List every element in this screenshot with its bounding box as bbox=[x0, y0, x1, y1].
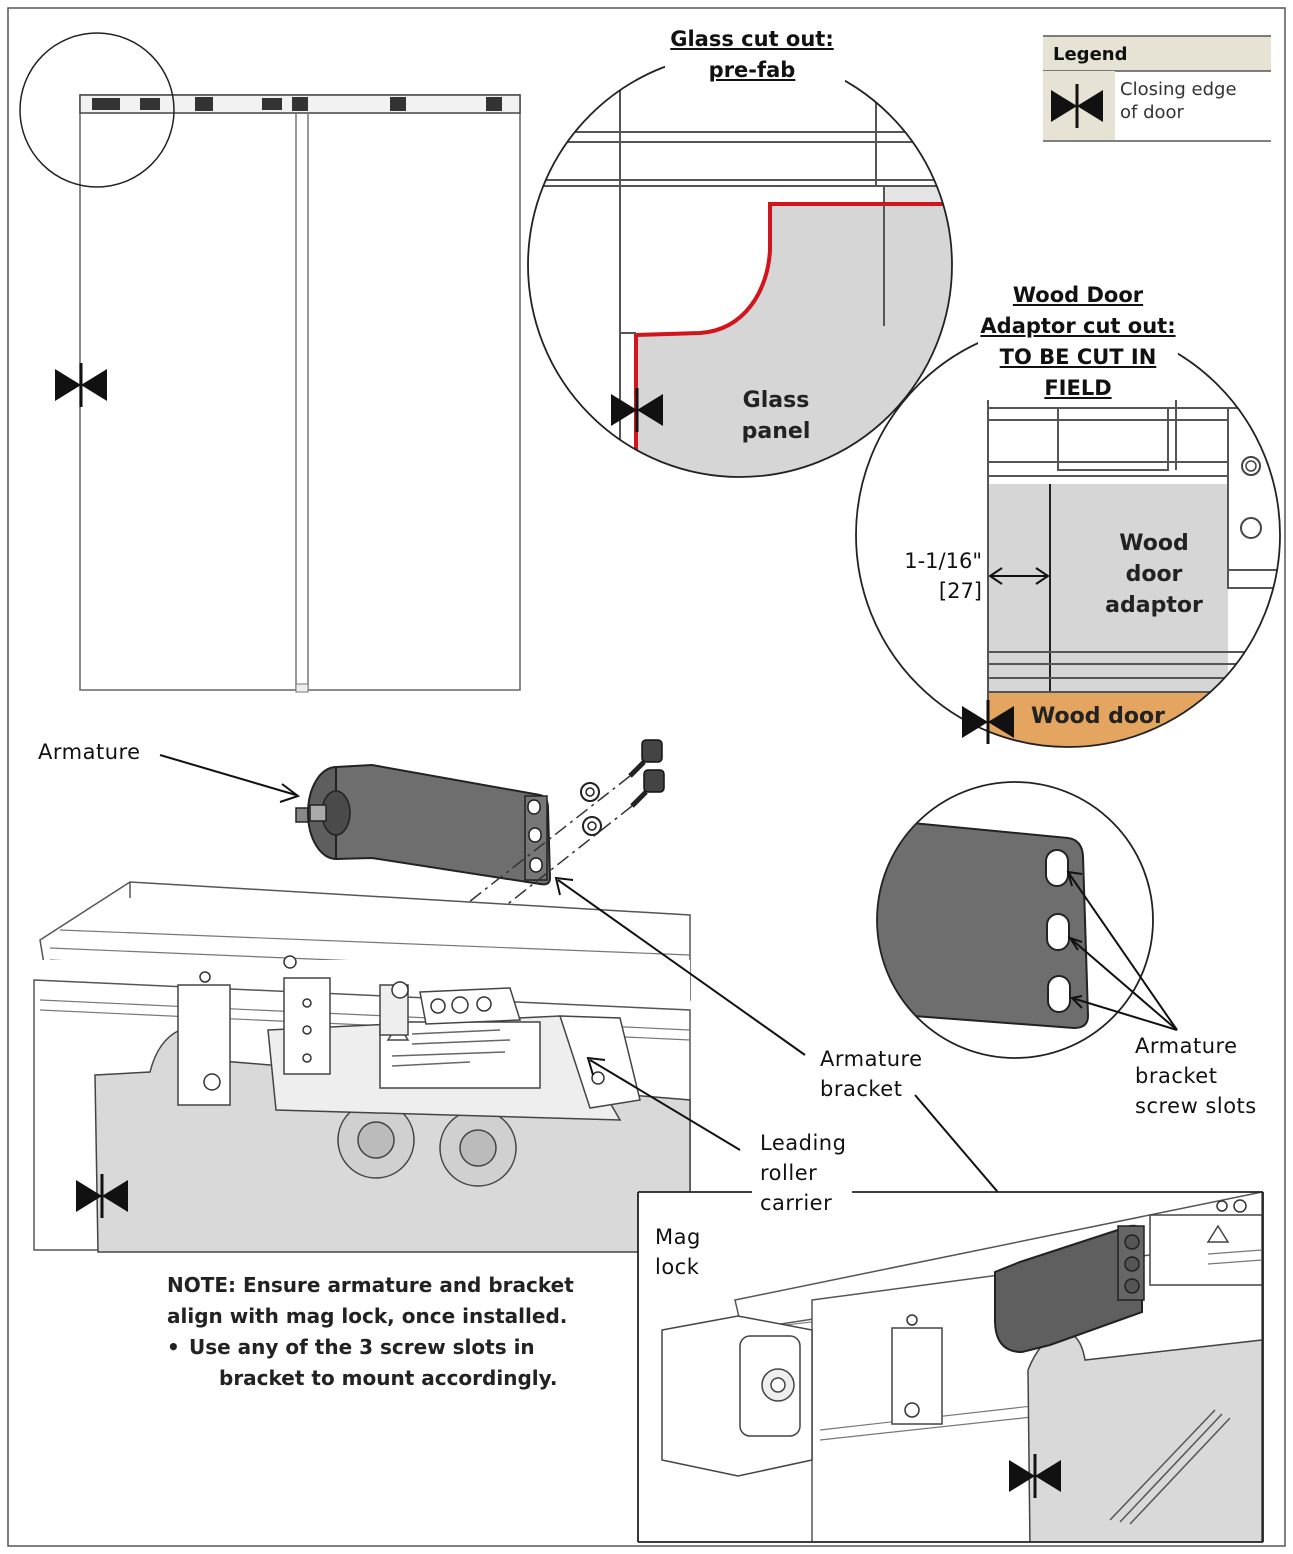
installation-note: NOTE: Ensure armature and bracket align … bbox=[167, 1270, 574, 1394]
wood-heading-line4: FIELD bbox=[1044, 376, 1112, 400]
mag-lock-line1: Mag bbox=[655, 1225, 701, 1249]
dimension-metric: [27] bbox=[938, 579, 982, 603]
armature-part bbox=[295, 763, 552, 886]
screw-slots-line3: screw slots bbox=[1135, 1094, 1257, 1118]
door-frame-outline bbox=[79, 94, 521, 691]
roller-line2: roller bbox=[760, 1161, 818, 1185]
armature-bracket-label: Armature bracket bbox=[820, 1044, 923, 1104]
note-line3: • Use any of the 3 screw slots in bbox=[167, 1332, 574, 1363]
wood-heading-line2: Adaptor cut out: bbox=[980, 314, 1176, 338]
dimension-imperial: 1-1/16" bbox=[904, 549, 982, 573]
screw-slots-line2: bracket bbox=[1135, 1064, 1218, 1088]
glass-panel-label: Glass panel bbox=[720, 385, 832, 447]
note-line2: align with mag lock, once installed. bbox=[167, 1304, 568, 1328]
mag-lock-label: Mag lock bbox=[655, 1222, 701, 1282]
mag-lock-line2: lock bbox=[655, 1255, 700, 1279]
wood-door-label: Wood door bbox=[1031, 704, 1165, 729]
track-hardware bbox=[92, 97, 502, 111]
screw-slots-line1: Armature bbox=[1135, 1034, 1238, 1058]
screw-slots-label: Armature bracket screw slots bbox=[1135, 1031, 1257, 1121]
roller-line3: carrier bbox=[760, 1191, 833, 1215]
glass-heading-line1: Glass cut out: bbox=[670, 27, 834, 51]
wood-adaptor-heading: Wood Door Adaptor cut out: TO BE CUT IN … bbox=[970, 280, 1186, 404]
legend-text: Closing edge of door bbox=[1120, 78, 1237, 124]
note-line3-text: Use any of the 3 screw slots in bbox=[189, 1335, 535, 1359]
wood-heading-line3: TO BE CUT IN bbox=[999, 345, 1157, 369]
wood-heading-line1: Wood Door bbox=[1012, 283, 1144, 307]
screw-slots-detail bbox=[876, 781, 1178, 1059]
door-elevation bbox=[19, 32, 521, 693]
legend-text-line1: Closing edge bbox=[1120, 79, 1237, 100]
glass-cutout-heading: Glass cut out: pre-fab bbox=[645, 24, 859, 86]
armature-label: Armature bbox=[38, 740, 141, 764]
detail-callout-circle bbox=[19, 32, 175, 188]
armature-bracket-line1: Armature bbox=[820, 1047, 923, 1071]
legend-text-line2: of door bbox=[1120, 102, 1184, 123]
armature-bracket-line2: bracket bbox=[820, 1077, 903, 1101]
dimension-label: 1-1/16" [27] bbox=[868, 546, 982, 606]
glass-heading-line2: pre-fab bbox=[708, 58, 796, 82]
wood-adaptor-line1: Wood bbox=[1119, 531, 1189, 556]
note-line1: NOTE: Ensure armature and bracket bbox=[167, 1273, 574, 1297]
track-assembly bbox=[30, 881, 691, 1253]
note-bullet: • bbox=[167, 1335, 180, 1359]
legend-box bbox=[1043, 35, 1271, 142]
note-line4: bracket to mount accordingly. bbox=[219, 1366, 558, 1390]
wood-adaptor-detail bbox=[855, 282, 1281, 748]
wood-adaptor-label: Wood door adaptor bbox=[1094, 528, 1214, 621]
screws-and-washers bbox=[580, 739, 665, 836]
glass-panel-line2: panel bbox=[741, 419, 811, 444]
installed-view-inset bbox=[637, 1191, 1264, 1543]
wood-adaptor-line2: door bbox=[1125, 562, 1183, 587]
legend-title: Legend bbox=[1053, 44, 1128, 65]
wood-adaptor-line3: adaptor bbox=[1105, 593, 1203, 618]
leading-roller-carrier-label: Leading roller carrier bbox=[760, 1128, 846, 1218]
page-border bbox=[7, 7, 1286, 1547]
roller-line1: Leading bbox=[760, 1131, 847, 1155]
glass-panel-line1: Glass bbox=[742, 388, 810, 413]
glass-cutout-detail bbox=[527, 20, 953, 478]
